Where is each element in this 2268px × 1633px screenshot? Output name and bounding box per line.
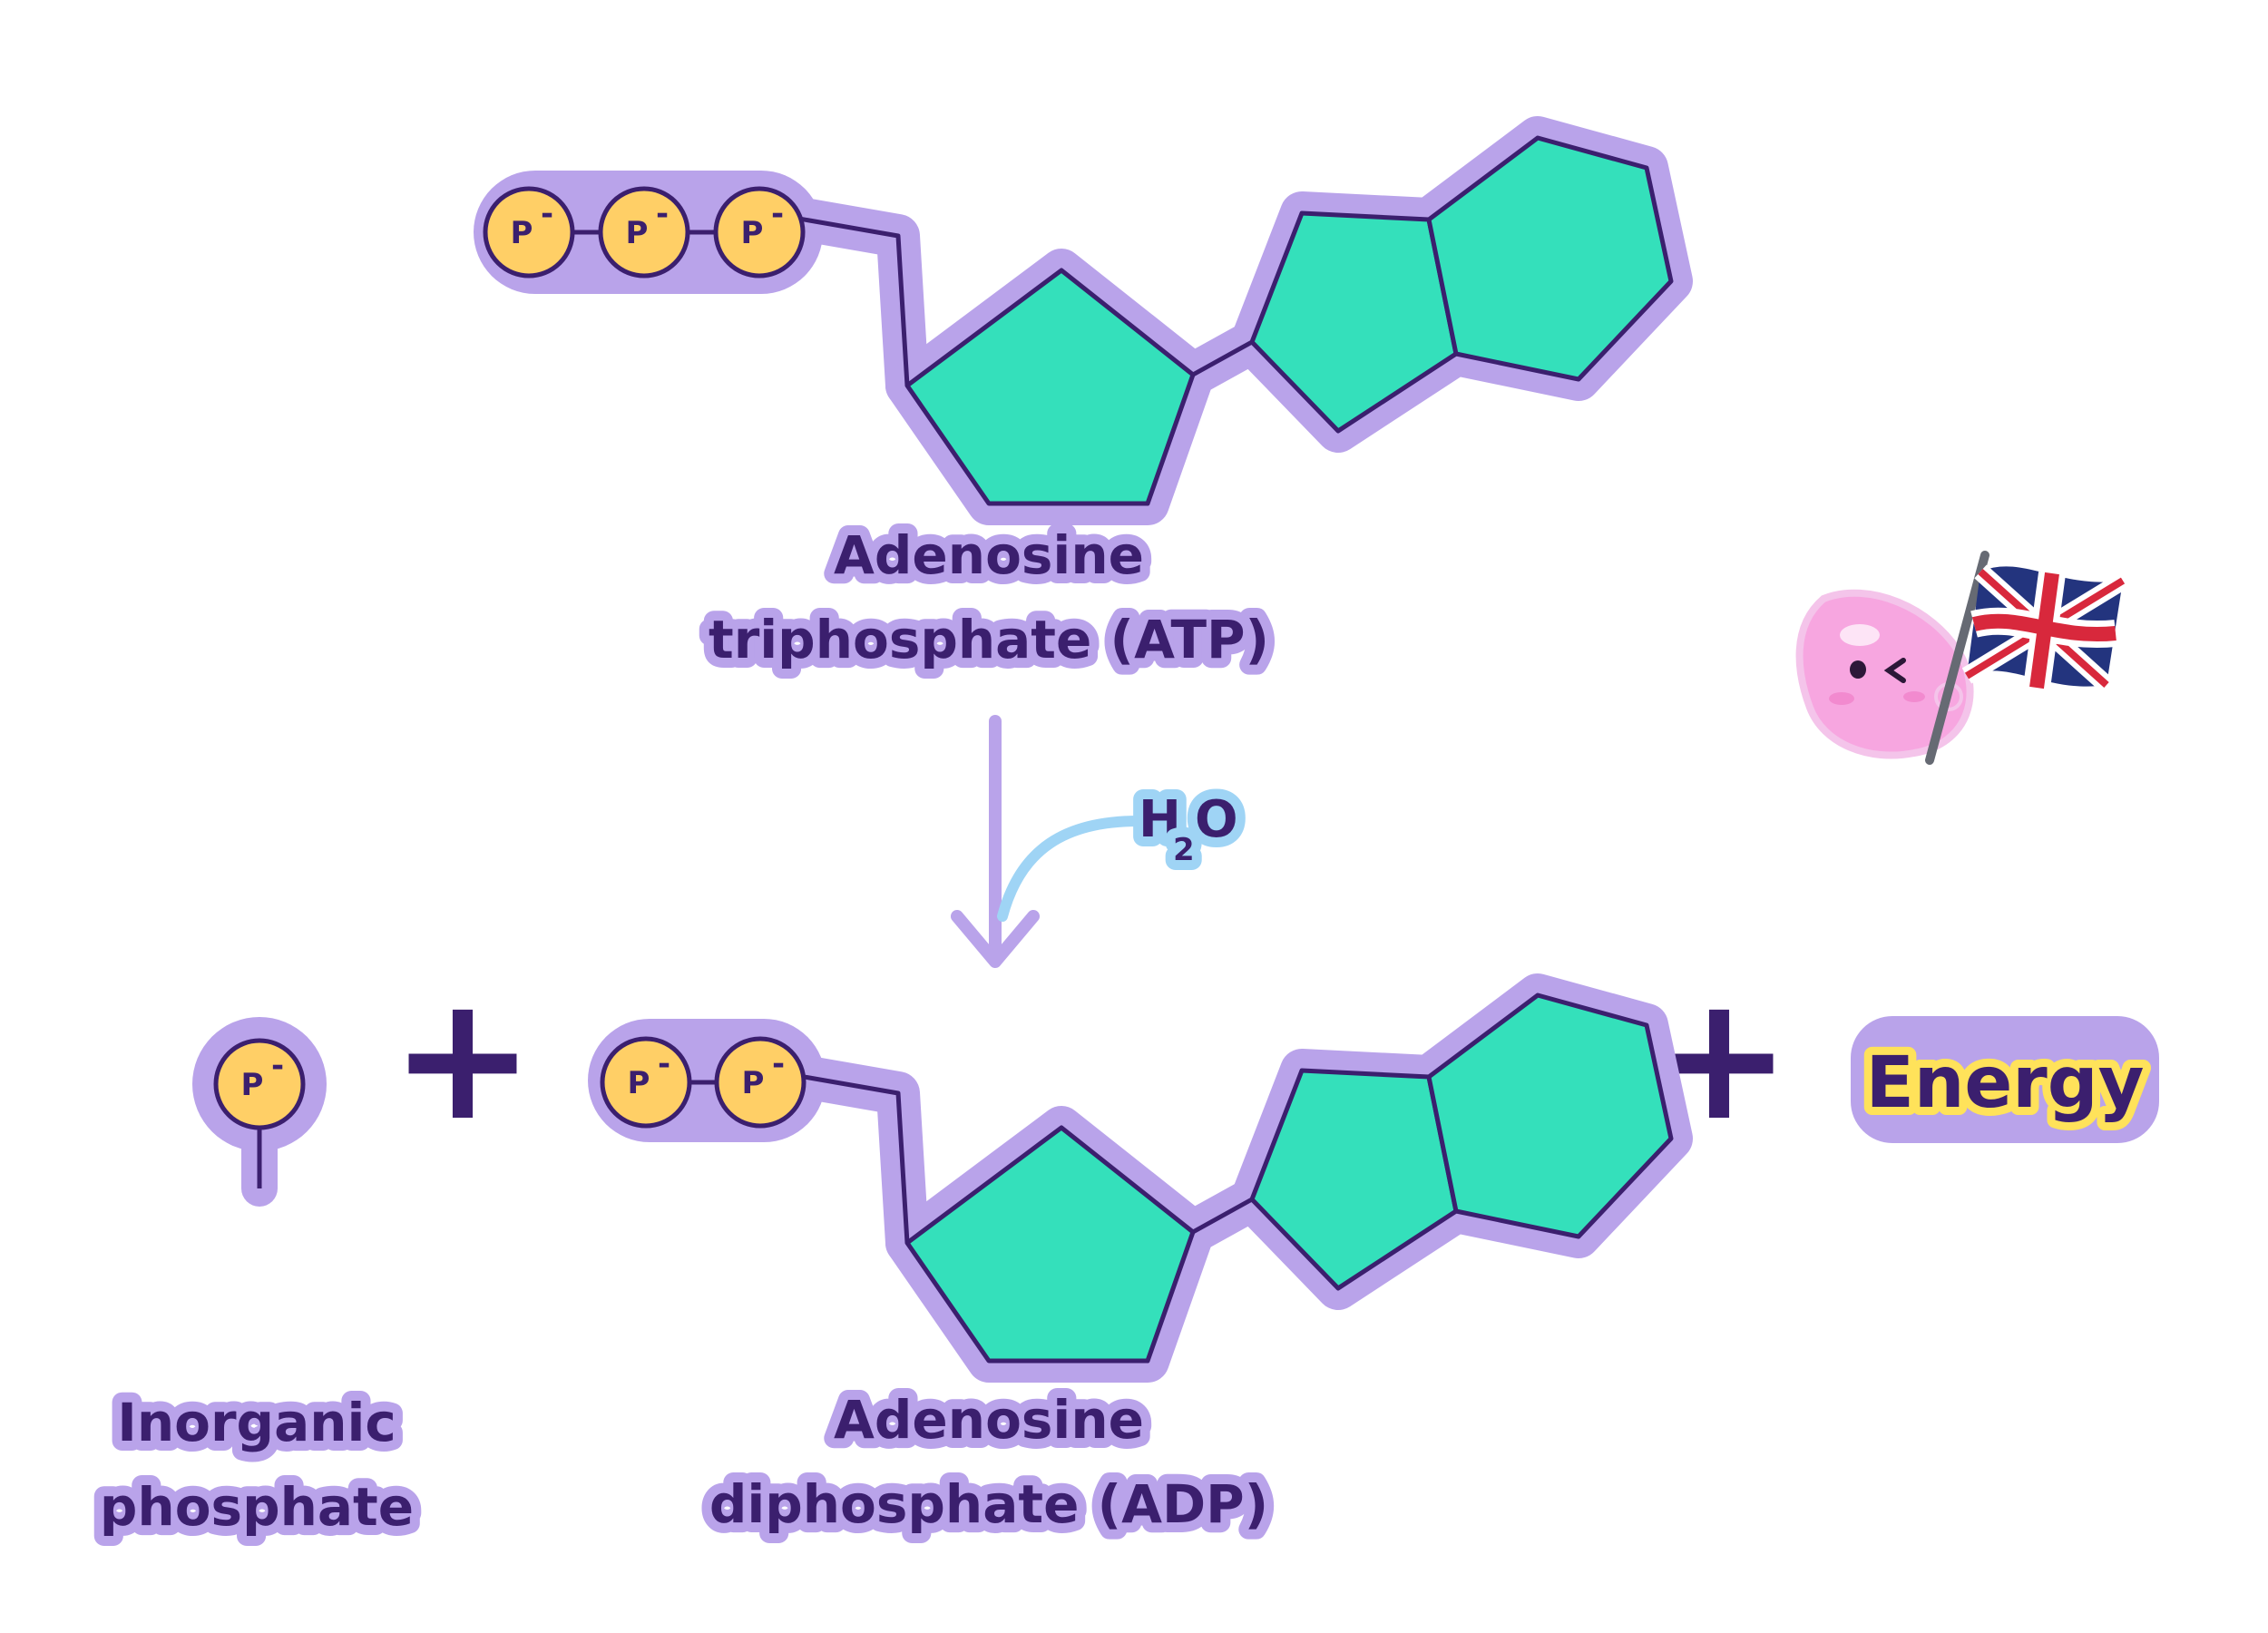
inorganic-phosphate-label-line2: phosphate: [100, 1476, 414, 1538]
adp-label-line2: diphosphate (ADP): [709, 1473, 1268, 1535]
adp-phosphate-1-charge: -: [658, 1046, 670, 1082]
adp-label-line1: Adenosine: [834, 1389, 1144, 1451]
atp-phosphate-2-charge: -: [656, 196, 669, 232]
adp-phosphate-2: [714, 1036, 807, 1129]
inorganic-phosphate-label-line1: Inorganic: [117, 1392, 396, 1453]
atp-phosphate-3-label: P: [741, 215, 764, 251]
adp-phosphate-1: [600, 1036, 692, 1129]
adp-phosphate-2-charge: -: [772, 1046, 785, 1082]
adp-molecule: [588, 995, 1671, 1361]
atp-phosphate-1-charge: -: [541, 196, 553, 232]
inorganic-phosphate-symbol: P: [241, 1067, 264, 1103]
reaction-arrow: [951, 715, 1040, 968]
adp-phosphate-2-label: P: [742, 1065, 765, 1101]
atp-phosphate-1-label: P: [511, 215, 533, 251]
pink-blob-mascot-icon: [1795, 589, 1974, 759]
atp-phosphate-2-label: P: [626, 215, 649, 251]
atp-phosphate-2: [598, 186, 690, 279]
atp-label-line1: Adenosine: [834, 524, 1144, 586]
adp-phosphate-1-label: P: [628, 1065, 650, 1101]
inorganic-phosphate-charge: -: [271, 1048, 284, 1084]
water-o: O: [1195, 790, 1238, 849]
atp-phosphate-3: [713, 186, 806, 279]
atp-label-line2: triphosphate (ATP): [709, 609, 1269, 670]
water-subscript: 2: [1173, 832, 1195, 868]
water-label: H 2 O: [1129, 780, 1248, 878]
atp-phosphate-3-charge: -: [771, 196, 784, 232]
union-jack-flag-icon: [1925, 551, 2128, 765]
plus-sign-1: +: [390, 958, 534, 1159]
atp-phosphate-1: [483, 186, 575, 279]
atp-molecule: [474, 138, 1671, 504]
water-h: H: [1139, 790, 1181, 849]
energy-badge: [1851, 1016, 2159, 1143]
energy-label: Energy: [1866, 1042, 2145, 1124]
inorganic-phosphate-molecule: [192, 1017, 327, 1207]
water-input-arrow: [997, 816, 1144, 922]
